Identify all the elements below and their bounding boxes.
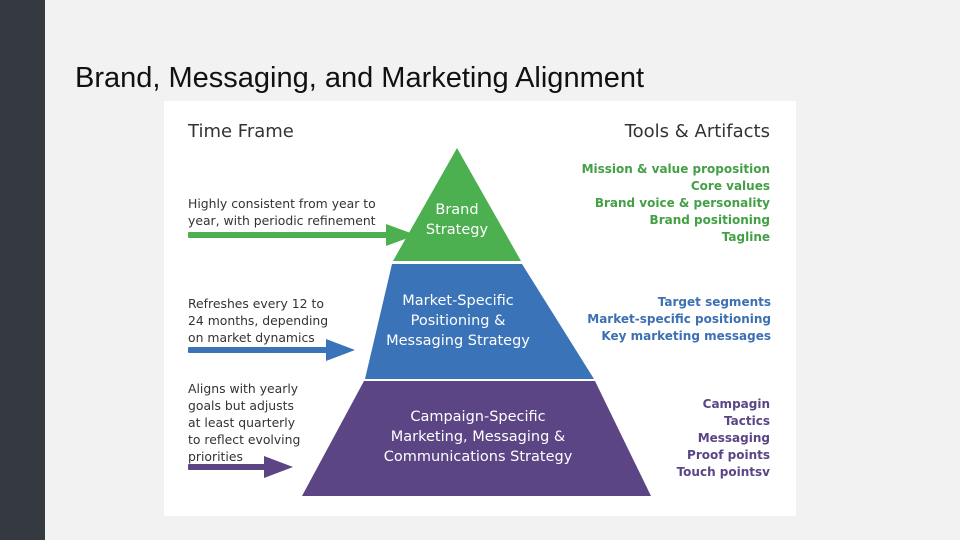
arrow-campaign — [188, 456, 293, 478]
tier-label-line: Campaign-Specific — [410, 409, 546, 425]
tier-label-line: Strategy — [425, 222, 489, 238]
tools-campaign: Campagin Tactics Messaging Proof points … — [677, 396, 770, 481]
time-frame-line: 24 months, depending — [188, 313, 329, 328]
tool-item: Touch pointsv — [676, 465, 770, 479]
time-frame-brand: Highly consistent from year to year, wit… — [188, 195, 376, 229]
time-frame-market: Refreshes every 12 to 24 months, dependi… — [188, 295, 328, 346]
tools-brand: Mission & value proposition Core values … — [582, 161, 770, 246]
tool-item: Tagline — [721, 230, 770, 244]
tool-item: Brand voice & personality — [594, 196, 770, 210]
tool-item: Mission & value proposition — [581, 162, 770, 176]
tier-label-line: Messaging Strategy — [386, 333, 530, 349]
tier-campaign-specific-shape — [302, 381, 651, 496]
tool-item: Tactics — [724, 414, 770, 428]
pyramid-diagram — [188, 148, 651, 496]
slide-title: Brand, Messaging, and Marketing Alignmen… — [75, 62, 645, 94]
tool-item: Core values — [690, 179, 770, 193]
time-frame-header: Time Frame — [188, 121, 294, 142]
time-frame-line: year, with periodic refinement — [188, 213, 376, 228]
tool-item: Proof points — [687, 448, 770, 462]
arrow-market — [188, 339, 355, 361]
time-frame-line: Aligns with yearly — [188, 381, 299, 396]
time-frame-line: Highly consistent from year to — [188, 196, 376, 211]
time-frame-campaign: Aligns with yearly goals but adjusts at … — [188, 380, 300, 465]
tool-item: Key marketing messages — [601, 329, 771, 343]
time-frame-line: Refreshes every 12 to — [188, 296, 324, 311]
tools-market: Target segments Market-specific position… — [587, 294, 771, 345]
time-frame-line: on market dynamics — [188, 330, 315, 345]
left-accent-bar — [0, 0, 45, 540]
tool-item: Brand positioning — [649, 213, 770, 227]
arrow-brand — [188, 224, 416, 246]
tier-label-line: Positioning & — [410, 313, 506, 329]
tool-item: Campagin — [702, 397, 770, 411]
tools-artifacts-header: Tools & Artifacts — [624, 121, 770, 142]
tier-label-line: Communications Strategy — [383, 449, 573, 465]
time-frame-line: priorities — [188, 449, 243, 464]
tool-item: Target segments — [657, 295, 771, 309]
tool-item: Market-specific positioning — [587, 312, 771, 326]
tier-market-label: Market-Specific Positioning & Messaging … — [383, 291, 533, 351]
tool-item: Messaging — [697, 431, 770, 445]
time-frame-line: at least quarterly — [188, 415, 296, 430]
pyramid-diagram-panel: Time Frame Tools & Artifacts Highly cons… — [164, 101, 796, 516]
time-frame-line: to reflect evolving — [188, 432, 301, 447]
tier-label-line: Marketing, Messaging & — [390, 429, 566, 445]
tier-campaign-label: Campaign-Specific Marketing, Messaging &… — [358, 407, 598, 467]
time-frame-line: goals but adjusts — [188, 398, 294, 413]
tier-label-line: Brand — [435, 202, 479, 218]
tier-brand-label: Brand Strategy — [407, 200, 507, 240]
tier-brand-strategy-shape — [393, 148, 521, 261]
tier-label-line: Market-Specific — [402, 293, 514, 309]
tier-market-specific-shape — [365, 264, 594, 379]
